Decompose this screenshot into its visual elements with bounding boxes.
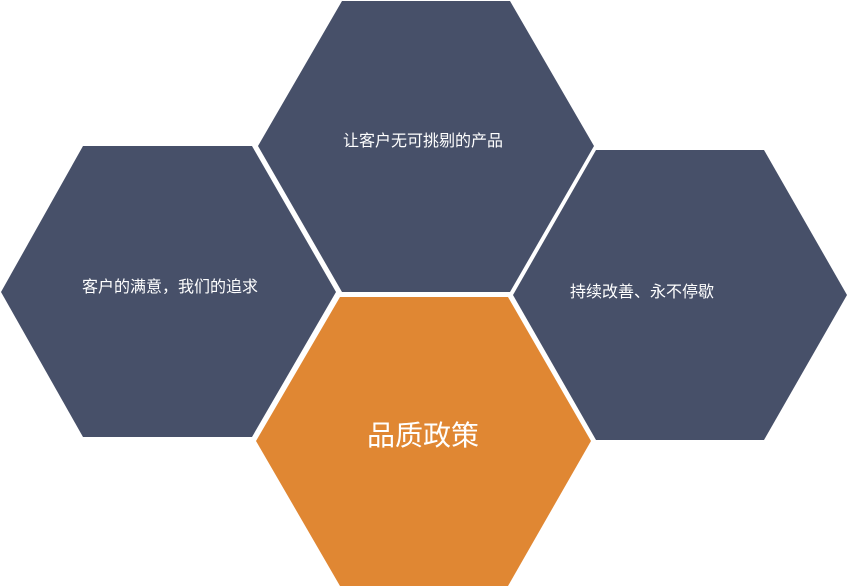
hexagon-right-label: 持续改善、永不停歇 (569, 282, 715, 301)
hexagon-top (258, 1, 594, 292)
hexagon-left-label: 客户的满意，我们的追求 (81, 277, 259, 296)
hexagon-right (513, 150, 847, 440)
hexagon-left (1, 146, 336, 437)
hexagon-center-label: 品质政策 (366, 419, 480, 452)
hexagon-center (256, 297, 591, 586)
hexagon-top-label: 让客户无可挑剔的产品 (342, 131, 504, 150)
